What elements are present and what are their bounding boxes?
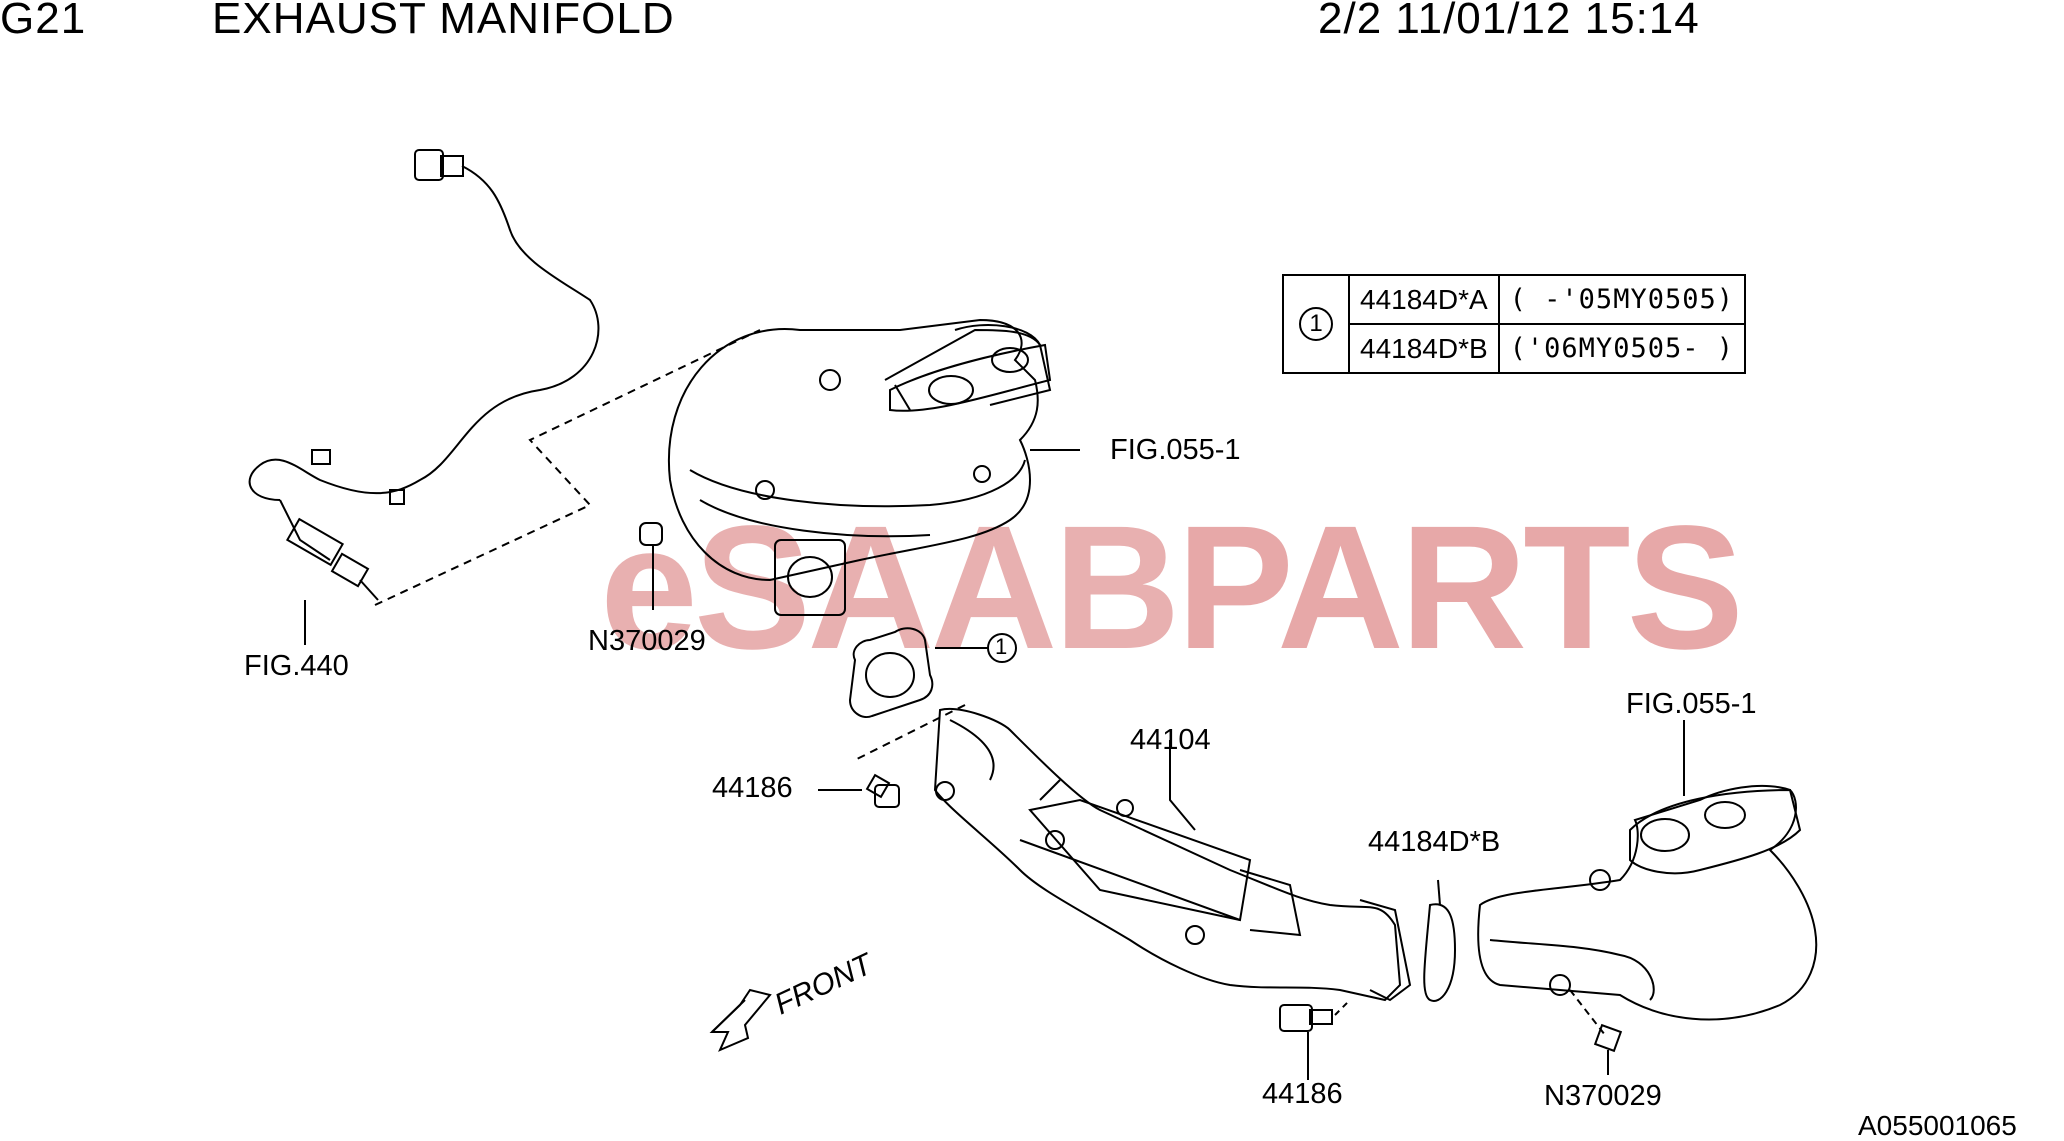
legend-part: 44184D*B <box>1348 323 1500 374</box>
bolt-44186-left <box>818 773 900 808</box>
label-callout-1[interactable]: 1 <box>995 634 1008 659</box>
legend-row: 1 44184D*A ( -'05MY0505) <box>1282 274 1746 374</box>
label-44186-bottom[interactable]: 44186 <box>1262 1078 1343 1110</box>
parts-legend-table: 1 44184D*A ( -'05MY0505) 44184D*B ('06MY… <box>1282 274 1746 374</box>
legend-callout: 1 <box>1282 274 1350 374</box>
front-arrow-icon <box>709 988 772 1052</box>
front-exhaust-pipe <box>933 708 1412 1002</box>
label-fig-440[interactable]: FIG.440 <box>244 650 349 682</box>
label-n370029-left[interactable]: N370029 <box>588 625 706 657</box>
gasket-upper <box>848 627 1017 718</box>
legend-part: 44184D*A <box>1348 274 1500 325</box>
bolt-44186-bottom <box>1279 999 1351 1080</box>
legend-range: ('06MY0505- ) <box>1498 323 1746 374</box>
label-fig-055-1-right[interactable]: FIG.055-1 <box>1626 688 1757 720</box>
page-date: 2/2 11/01/12 15:14 <box>1318 0 1700 43</box>
legend-range: ( -'05MY0505) <box>1498 274 1746 325</box>
exhaust-manifold-upper <box>639 318 1052 616</box>
watermark-suffix: PARTS <box>1176 490 1744 686</box>
page-title: EXHAUST MANIFOLD <box>212 0 675 43</box>
legend-callout-circle: 1 <box>1299 307 1333 341</box>
watermark: eSAABPARTS <box>600 500 1744 676</box>
label-44104[interactable]: 44104 <box>1130 724 1211 756</box>
section-code: G21 <box>0 0 87 43</box>
label-fig-055-1-top[interactable]: FIG.055-1 <box>1110 434 1241 466</box>
label-44184db[interactable]: 44184D*B <box>1368 826 1501 858</box>
diagram-code: A055001065 <box>1858 1110 2017 1141</box>
label-n370029-right[interactable]: N370029 <box>1544 1080 1662 1112</box>
watermark-prefix: eSAAB <box>600 490 1181 686</box>
exhaust-manifold-lower <box>1477 720 1818 1021</box>
gasket-lower <box>1423 879 1457 1002</box>
label-44186-left[interactable]: 44186 <box>712 772 793 804</box>
oxygen-sensor <box>248 149 600 601</box>
legend-row: 44184D*B ('06MY0505- ) <box>1283 323 1746 374</box>
